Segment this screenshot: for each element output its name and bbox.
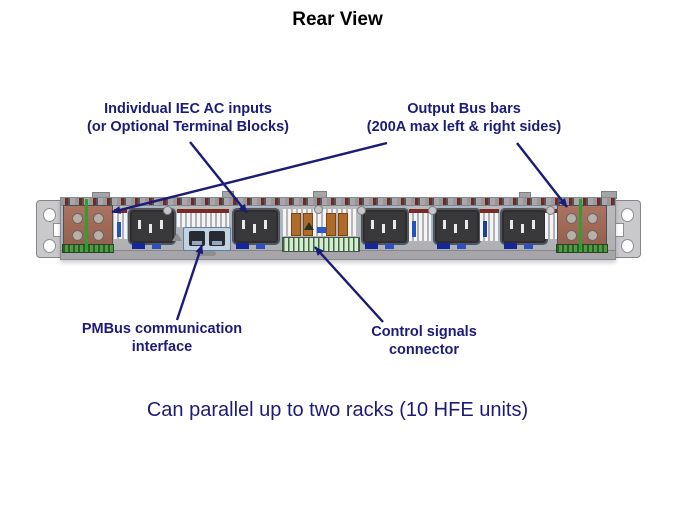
caption-parallel-racks: Can parallel up to two racks (10 HFE uni…: [146, 399, 529, 421]
bus-bolt: [93, 213, 104, 224]
bus-bolt: [566, 213, 577, 224]
iec-pin: [138, 220, 141, 229]
label-tag: [504, 243, 517, 249]
ground-stripe: [579, 199, 582, 250]
iec-pin: [393, 220, 396, 229]
warning-triangle-icon: [172, 233, 182, 241]
ground-terminal-strip: [556, 244, 608, 253]
rj45-pins: [212, 241, 222, 245]
label-output-bus-line2: (200A max left & right sides): [366, 118, 562, 135]
left-bus-bar: [63, 205, 113, 247]
page-title: Rear View: [292, 9, 383, 30]
label-tag: [524, 244, 533, 249]
screw: [314, 205, 323, 214]
label-tag: [437, 243, 450, 249]
label-iec-inputs-line1: Individual IEC AC inputs: [104, 101, 272, 117]
iec-inlet-5: [500, 208, 548, 245]
ground-stripe: [85, 199, 88, 250]
label-iec-inputs: Individual IEC AC inputs (or Optional Te…: [38, 101, 338, 136]
pmbus-rj45-ports: [183, 227, 231, 251]
chassis-handle: [196, 251, 216, 256]
label-pmbus-line2: interface: [131, 338, 193, 355]
label-output-bus-line1: Output Bus bars: [407, 101, 521, 117]
bus-bolt: [72, 230, 83, 241]
right-bus-bar: [557, 205, 607, 247]
screw-hole: [621, 239, 634, 253]
blue-slot: [483, 221, 487, 237]
vent-slots: [177, 209, 229, 227]
label-control-line1: Control signals: [371, 324, 477, 340]
bus-bolt: [587, 213, 598, 224]
label-output-bus-bars: Output Bus bars (200A max left & right s…: [314, 101, 614, 136]
screw: [428, 206, 437, 215]
screw: [546, 206, 555, 215]
orange-component: [291, 213, 301, 236]
iec-pin: [510, 220, 513, 229]
label-tag: [152, 244, 161, 249]
label-tag: [132, 243, 145, 249]
iec-pin: [160, 220, 163, 229]
blue-slot: [412, 221, 416, 237]
iec-pin: [264, 220, 267, 229]
label-tag: [256, 244, 265, 249]
bus-bolt: [587, 230, 598, 241]
label-tag: [365, 243, 378, 249]
rj45-pins: [192, 241, 202, 245]
ground-terminal-strip: [62, 244, 114, 253]
iec-pin: [532, 220, 535, 229]
label-control-signals: Control signals connector: [274, 324, 574, 359]
orange-component: [338, 213, 348, 236]
label-pmbus-interface: PMBus communication interface: [12, 321, 312, 356]
iec-pin: [149, 224, 152, 233]
bus-bolt: [566, 230, 577, 241]
iec-pin: [465, 220, 468, 229]
blue-component: [317, 227, 326, 233]
iec-pin: [253, 224, 256, 233]
iec-pin: [443, 220, 446, 229]
orange-component: [326, 213, 336, 236]
label-tag: [236, 243, 249, 249]
iec-pin: [521, 224, 524, 233]
right-mounting-ear: [613, 200, 641, 258]
iec-inlet-3: [361, 208, 409, 245]
label-tag: [385, 244, 394, 249]
screw-hole: [43, 239, 56, 253]
label-iec-inputs-line2: (or Optional Terminal Blocks): [87, 118, 289, 135]
rj45-port: [189, 231, 205, 246]
warning-triangle-icon: [304, 222, 314, 230]
bus-bolt: [72, 213, 83, 224]
screw: [357, 206, 366, 215]
iec-pin: [242, 220, 245, 229]
iec-pin: [382, 224, 385, 233]
iec-inlet-4: [433, 208, 481, 245]
vent-strip-top: [61, 198, 615, 206]
label-tag: [457, 244, 466, 249]
iec-pin: [454, 224, 457, 233]
screw: [163, 206, 172, 215]
control-signals-terminal: [282, 237, 360, 252]
label-pmbus-line1: PMBus communication: [81, 321, 243, 337]
rj45-port: [209, 231, 225, 246]
screw-hole: [43, 208, 56, 222]
bus-bolt: [93, 230, 104, 241]
label-control-line2: connector: [388, 341, 460, 358]
blue-slot: [117, 222, 121, 237]
screw-hole: [621, 208, 634, 222]
iec-pin: [371, 220, 374, 229]
iec-inlet-2: [232, 208, 280, 245]
